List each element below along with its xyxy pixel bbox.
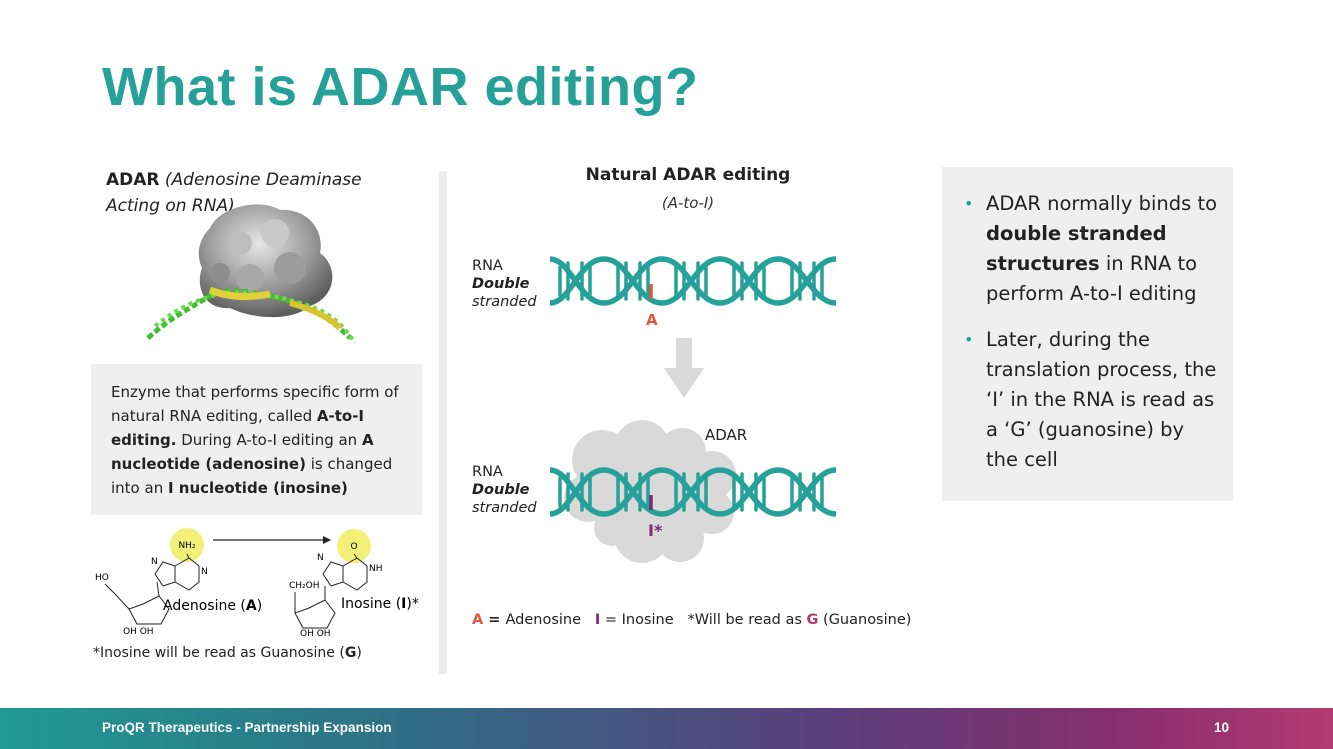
adar-acronym: ADAR: [106, 170, 160, 190]
footer-title: ProQR Therapeutics - Partnership Expansi…: [102, 720, 392, 735]
bullet-item-1: • ADAR normally binds to double stranded…: [956, 189, 1219, 309]
adenosine-to-inosine-diagram: NH₂ N N HO OH OH Adenosine (A) O NH N CH…: [95, 528, 419, 639]
enzyme-text-2: During A-to-I editing an: [176, 431, 362, 449]
conversion-arrow-icon: [323, 536, 331, 544]
enzyme-bold-3: I nucleotide (inosine): [167, 479, 348, 497]
page-number: 10: [1214, 720, 1230, 735]
adenosine-letter: A: [646, 311, 658, 329]
enzyme-description-box: Enzyme that performs specific form of na…: [91, 364, 422, 515]
adar-fullname-1: (Adenosine Deaminase: [164, 170, 362, 190]
adar-heading: ADAR (Adenosine Deaminase Acting on RNA): [106, 167, 386, 219]
nh2-label: NH₂: [178, 541, 196, 551]
natural-editing-subtitle: (A-to-I): [661, 194, 715, 212]
nh-label: NH: [369, 564, 383, 574]
bullet-icon: •: [964, 330, 974, 349]
adar-fullname-2: Acting on RNA): [106, 196, 235, 216]
natural-editing-title: Natural ADAR editing: [585, 165, 791, 185]
footer-bar: ProQR Therapeutics - Partnership Expansi…: [0, 708, 1333, 749]
page-title: What is ADAR editing?: [102, 57, 699, 117]
adar-protein-image: [146, 204, 357, 345]
ch2oh-label: CH₂OH: [289, 581, 320, 591]
rna-helix-bottom: [549, 467, 837, 517]
n-label-a1: N: [151, 557, 158, 567]
inosine-label: Inosine (I)*: [341, 596, 419, 612]
rna-label-bottom: RNA Double stranded: [472, 464, 537, 516]
adar-cloud-label: ADAR: [705, 426, 748, 444]
nucleotide-legend: A = Adenosine I = Inosine *Will be read …: [472, 612, 912, 628]
column-divider: [439, 171, 447, 674]
enzyme-text-1: Enzyme that performs specific form of na…: [111, 383, 399, 425]
o-label: O: [350, 542, 357, 552]
n-label-i1: N: [317, 553, 324, 563]
n-label-a2: N: [201, 567, 208, 577]
rna-label-top: RNA Double stranded: [472, 258, 537, 310]
ho-label: HO: [95, 573, 109, 583]
bullet-item-2: • Later, during the translation process,…: [956, 325, 1219, 475]
rna-helix-top: [549, 256, 837, 306]
bullet-icon: •: [964, 194, 974, 213]
oh-inosine-label: OH OH: [300, 629, 331, 639]
explanation-box: • ADAR normally binds to double stranded…: [942, 167, 1233, 501]
enzyme-bold-2: A nucleotide (adenosine): [111, 431, 374, 473]
down-arrow-icon: [664, 338, 704, 398]
adenosine-label: Adenosine (A): [163, 598, 262, 614]
inosine-footnote: *Inosine will be read as Guanosine (G): [93, 645, 362, 661]
inosine-letter: I*: [648, 521, 663, 540]
enzyme-bold-1: A-to-I editing.: [111, 407, 365, 449]
oh-adenosine-label: OH OH: [123, 627, 154, 637]
enzyme-text-3: is changed into an: [111, 455, 393, 497]
